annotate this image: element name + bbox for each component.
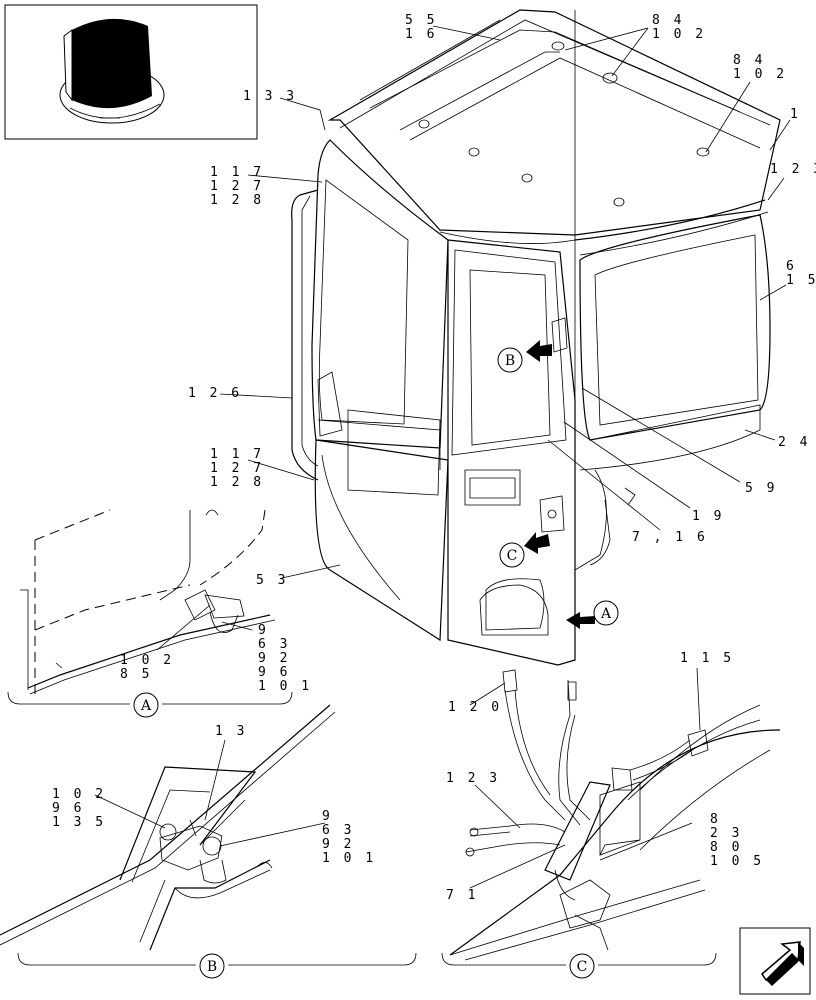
label-l-123-top: 1 2 3: [770, 162, 816, 177]
label-line: 1 2 3: [770, 162, 816, 177]
svg-text:C: C: [507, 548, 518, 564]
label-line: 5 5: [405, 13, 437, 28]
label-line: 9 2: [322, 837, 354, 852]
label-l-7-16: 7 , 1 6: [632, 530, 708, 545]
label-l-126: 1 2 6: [188, 386, 242, 401]
label-l-59: 5 9: [745, 481, 777, 496]
label-line: 1 0 1: [322, 851, 376, 866]
label-line: 1 0 2: [120, 653, 174, 668]
label-l-13: 1 3: [215, 724, 247, 739]
label-line: 8: [710, 812, 721, 827]
svg-text:A: A: [600, 606, 612, 622]
label-line: 5 9: [745, 481, 777, 496]
label-l-24: 2 4: [778, 435, 810, 450]
cab-assembly: [291, 9, 781, 666]
label-line: 1 3: [215, 724, 247, 739]
label-line: 9 2: [258, 651, 290, 666]
label-line: 1 2 8: [210, 475, 264, 490]
next-page-arrow-icon[interactable]: [739, 927, 811, 995]
label-line: 1 5: [786, 273, 816, 288]
label-l-123-c: 1 2 3: [446, 771, 500, 786]
label-line: 1 2 6: [188, 386, 242, 401]
location-thumbnail: [4, 4, 258, 140]
label-line: 1 0 5: [710, 854, 764, 869]
detail-b: [0, 704, 417, 966]
label-line: 6 3: [258, 637, 290, 652]
label-l-1: 1: [790, 107, 801, 122]
label-line: 1 0 2: [733, 67, 787, 82]
label-line: 8 0: [710, 840, 742, 855]
label-line: 8 4: [733, 53, 765, 68]
label-line: 1 2 7: [210, 179, 264, 194]
detail-a: [7, 509, 293, 705]
label-l-115: 1 1 5: [680, 651, 734, 666]
label-l-133: 1 3 3: [243, 89, 297, 104]
label-line: 2 4: [778, 435, 810, 450]
svg-text:C: C: [577, 959, 588, 975]
callouts: B C A A B C: [133, 347, 619, 979]
label-line: 1 2 3: [446, 771, 500, 786]
label-l-71: 7 1: [446, 888, 478, 903]
label-line: 1 1 7: [210, 165, 264, 180]
label-l-53: 5 3: [256, 573, 288, 588]
label-line: 8 4: [652, 13, 684, 28]
label-line: 1: [790, 107, 801, 122]
label-line: 1 2 7: [210, 461, 264, 476]
label-line: 8 5: [120, 667, 152, 682]
callout-c-main: C: [499, 542, 525, 568]
label-line: 2 3: [710, 826, 742, 841]
label-line: 7 , 1 6: [632, 530, 708, 545]
label-line: 1 2 8: [210, 193, 264, 208]
leader-lines: [94, 25, 791, 889]
svg-text:B: B: [207, 959, 217, 975]
label-line: 1 6: [405, 27, 437, 42]
svg-text:A: A: [140, 698, 152, 714]
label-line: 1 3 5: [52, 815, 106, 830]
callout-a-main: A: [593, 600, 619, 626]
callout-c-detail: C: [569, 953, 595, 979]
label-line: 9: [322, 809, 333, 824]
label-line: 1 2 0: [448, 700, 502, 715]
label-line: 6 3: [322, 823, 354, 838]
callout-a-detail: A: [133, 692, 159, 718]
svg-text:B: B: [505, 353, 515, 369]
label-line: 1 3 3: [243, 89, 297, 104]
part-number-labels: 5 51 6 8 41 0 2 8 41 0 2 1 1 2 3 61 5 1 …: [52, 13, 816, 903]
callout-b-detail: B: [199, 953, 225, 979]
label-line: 7 1: [446, 888, 478, 903]
label-line: 6: [786, 259, 797, 274]
cab-location-thumbnail-icon: [59, 18, 165, 124]
label-l-19: 1 9: [692, 509, 724, 524]
callout-b-main: B: [497, 347, 523, 373]
label-line: 9 6: [52, 801, 84, 816]
label-line: 1 0 2: [652, 27, 706, 42]
label-line: 1 1 7: [210, 447, 264, 462]
label-line: 9 6: [258, 665, 290, 680]
label-line: 5 3: [256, 573, 288, 588]
label-line: 1 0 1: [258, 679, 312, 694]
label-line: 1 1 5: [680, 651, 734, 666]
pointer-arrows: [524, 340, 595, 629]
label-l-120: 1 2 0: [448, 700, 502, 715]
label-line: 1 0 2: [52, 787, 106, 802]
detail-c: [441, 669, 781, 966]
label-line: 9: [258, 623, 269, 638]
label-line: 1 9: [692, 509, 724, 524]
